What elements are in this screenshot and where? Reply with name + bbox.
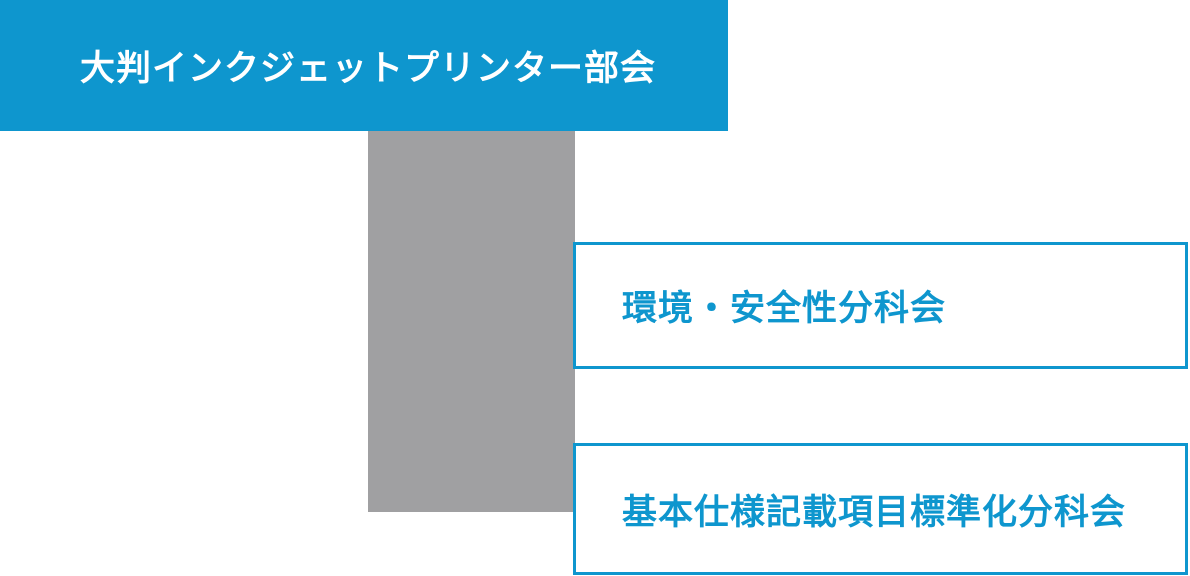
subcommittee-label: 環境・安全性分科会 (622, 289, 947, 328)
subcommittee-box-environment-safety: 環境・安全性分科会 (573, 242, 1188, 369)
parent-committee-label: 大判インクジェットプリンター部会 (80, 49, 657, 88)
subcommittee-label: 基本仕様記載項目標準化分科会 (622, 492, 1127, 532)
parent-committee-box: 大判インクジェットプリンター部会 (0, 0, 728, 131)
subcommittee-box-basic-spec-standardization: 基本仕様記載項目標準化分科会 (573, 443, 1188, 575)
connector-trunk (368, 131, 575, 512)
